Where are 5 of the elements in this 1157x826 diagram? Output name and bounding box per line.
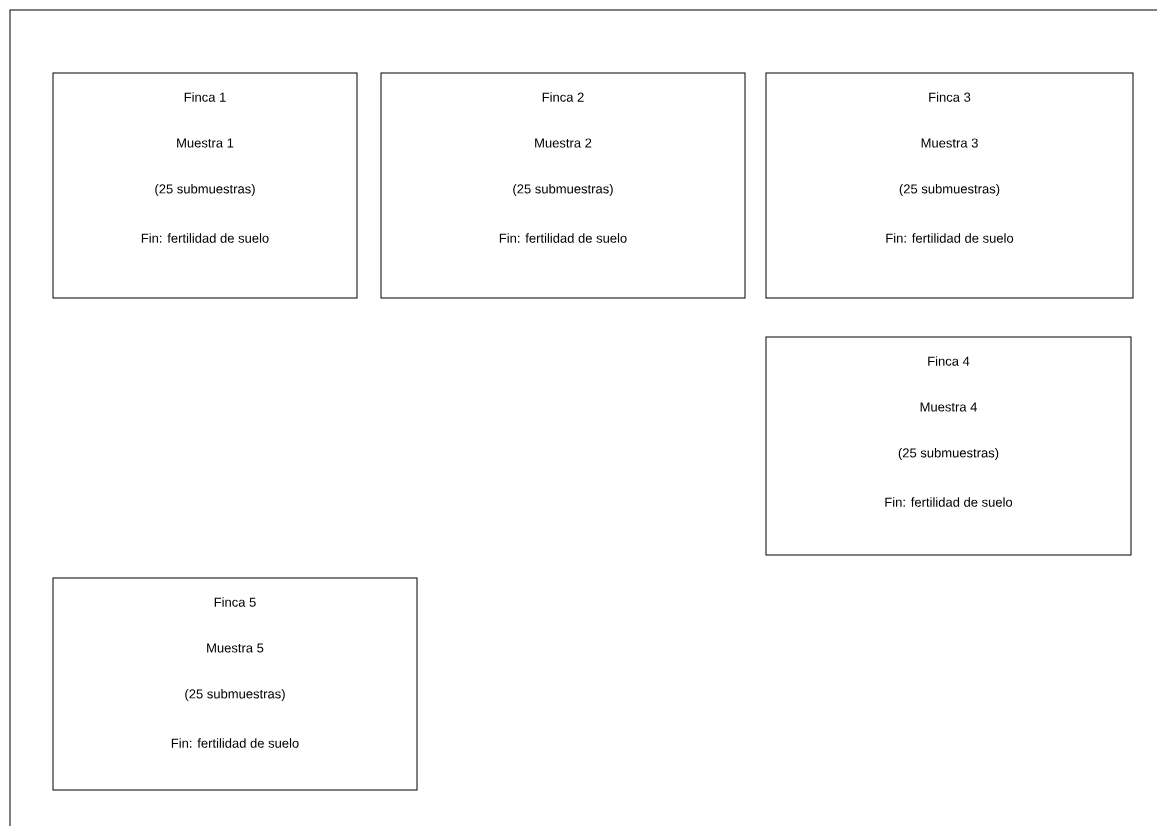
sample-box: Finca 4 Muestra 4 (25 submuestras) Fin: fertilidad de suelo xyxy=(765,336,1132,556)
sample-box: Finca 2 Muestra 2 (25 submuestras) Fin: fertilidad de suelo xyxy=(380,72,746,299)
sample-box: Finca 5 Muestra 5 (25 submuestras) Fin: fertilidad de suelo xyxy=(52,577,418,791)
sample-box: Finca 3 Muestra 3 (25 submuestras) Fin: fertilidad de suelo xyxy=(765,72,1134,299)
sample-box: Finca 1 Muestra 1 (25 submuestras) Fin: fertilidad de suelo xyxy=(52,72,358,299)
